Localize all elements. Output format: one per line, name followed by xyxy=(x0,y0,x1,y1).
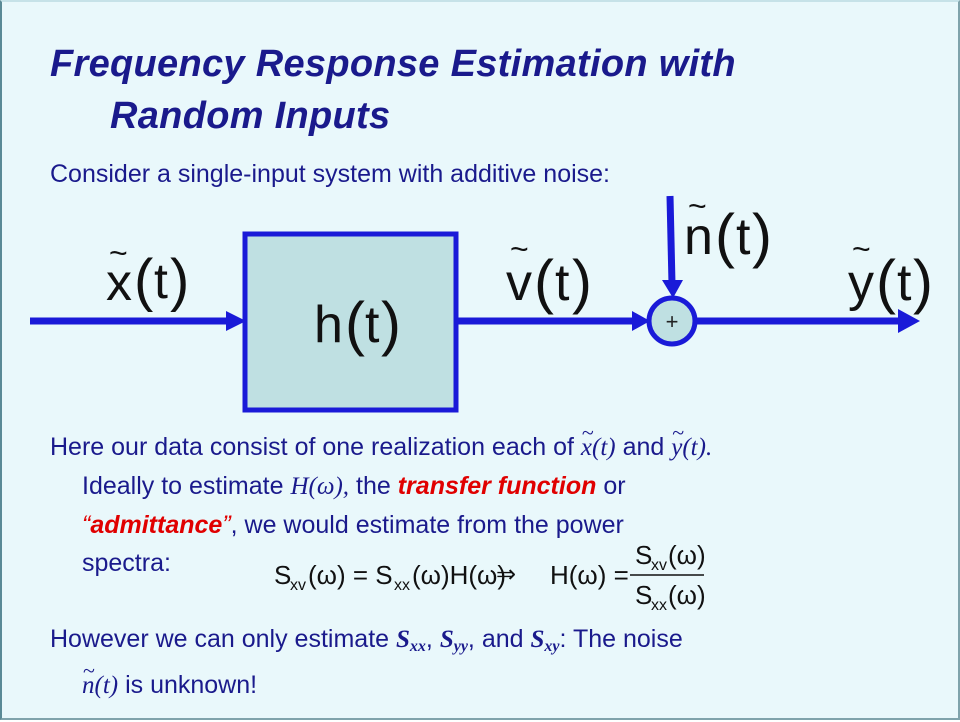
svg-text:): ) xyxy=(752,202,772,269)
close-quote: ” xyxy=(222,511,231,539)
paragraph-1: Here our data consist of one realization… xyxy=(50,414,930,582)
svg-text:v: v xyxy=(506,254,532,312)
svg-text:S: S xyxy=(635,540,652,570)
p1-text-2: Ideally to estimate xyxy=(82,472,284,500)
equation-2: H(ω) = S xv (ω) S xx (ω) xyxy=(550,540,706,614)
svg-text:~: ~ xyxy=(688,188,707,224)
svg-text:): ) xyxy=(170,248,189,313)
slide-title: Frequency Response Estimation with Rando… xyxy=(50,38,950,142)
noise-arrow xyxy=(666,195,676,285)
svg-text:t: t xyxy=(154,253,168,309)
output-arrow-head xyxy=(898,309,920,333)
svg-text:h: h xyxy=(314,296,343,354)
intermediate-label: ~ v ( t ) xyxy=(506,231,592,315)
intermediate-arrow-head xyxy=(632,311,650,331)
svg-text:~: ~ xyxy=(852,231,871,267)
n-tilde-symbol: n xyxy=(82,652,95,705)
paragraph-2: However we can only estimate Sxx, Syy, a… xyxy=(50,620,930,705)
svg-text:xx: xx xyxy=(394,577,410,594)
p1-text-4: or xyxy=(603,472,626,500)
p1-text-5: , we would estimate from the power xyxy=(230,511,624,539)
svg-text:t: t xyxy=(555,254,570,312)
intro-text: Consider a single-input system with addi… xyxy=(50,160,610,188)
p2-text-1: However we can only estimate xyxy=(50,625,390,653)
svg-text:(: ( xyxy=(534,248,554,315)
sum-symbol: + xyxy=(666,309,679,334)
system-block xyxy=(242,231,459,413)
admittance-term: admittance xyxy=(90,511,223,539)
svg-text:): ) xyxy=(913,248,933,315)
svg-text:(: ( xyxy=(715,202,735,269)
svg-text:xv: xv xyxy=(290,577,306,594)
svg-text:): ) xyxy=(572,248,592,315)
svg-text:(ω) = S: (ω) = S xyxy=(308,560,393,590)
p1-text-3: the xyxy=(356,472,391,500)
output-label: ~ y ( t ) xyxy=(848,231,933,315)
p2-text-3: is unknown! xyxy=(125,671,258,699)
n-arg: (t) xyxy=(94,672,119,699)
H-omega-symbol: H(ω), xyxy=(290,473,350,500)
equation-1: S xv (ω) = S xx (ω)H(ω) xyxy=(274,560,506,594)
input-label: ~ x ( t ) xyxy=(106,235,189,313)
p1-text-6: spectra: xyxy=(82,549,171,577)
p1-text-1: Here our data consist of one realization… xyxy=(50,433,574,461)
svg-text:xv: xv xyxy=(651,557,667,574)
s-xx-symbol: Sxx xyxy=(396,626,426,655)
svg-text:S: S xyxy=(635,580,652,610)
noise-arrow-head xyxy=(662,280,683,298)
svg-text:(ω): (ω) xyxy=(668,540,706,570)
svg-text:~: ~ xyxy=(510,231,529,267)
svg-text:): ) xyxy=(381,290,401,357)
svg-text:xx: xx xyxy=(651,597,667,614)
noise-label: ~ n ( t ) xyxy=(684,188,772,269)
svg-text:(ω)H(ω): (ω)H(ω) xyxy=(412,560,506,590)
p2-comma-2: , and xyxy=(467,625,524,653)
x-arg: (t) xyxy=(592,434,616,461)
p2-indent-block: n(t) is unknown! xyxy=(50,652,930,705)
svg-text:(: ( xyxy=(876,248,896,315)
x-tilde-symbol: x xyxy=(581,414,594,467)
s-yy-symbol: Syy xyxy=(439,626,468,655)
p2-comma-1: , xyxy=(425,625,433,653)
p1-and: and xyxy=(622,433,665,461)
svg-text:t: t xyxy=(736,208,751,266)
svg-text:(: ( xyxy=(134,248,153,313)
title-line-1: Frequency Response Estimation with xyxy=(50,43,736,85)
svg-text:x: x xyxy=(106,254,132,312)
transfer-function-term: transfer function xyxy=(397,472,597,500)
svg-text:t: t xyxy=(897,254,912,312)
system-label: h ( t ) xyxy=(314,290,401,357)
p1-indent-block: Ideally to estimate H(ω), the transfer f… xyxy=(50,467,930,582)
y-arg: (t). xyxy=(682,434,713,461)
input-arrow-head xyxy=(226,311,246,331)
svg-text:(: ( xyxy=(345,290,365,357)
p2-text-2: : The noise xyxy=(559,625,683,653)
y-tilde-symbol: y xyxy=(671,414,684,467)
svg-text:(ω): (ω) xyxy=(668,580,706,610)
title-line-2: Random Inputs xyxy=(110,95,391,137)
s-xy-symbol: Sxy xyxy=(530,626,560,655)
open-quote: “ xyxy=(82,511,91,539)
svg-text:t: t xyxy=(365,296,380,354)
svg-text:n: n xyxy=(684,208,713,266)
svg-text:~: ~ xyxy=(109,235,128,271)
svg-text:y: y xyxy=(848,254,874,312)
svg-text:S: S xyxy=(274,560,291,590)
svg-text:H(ω) =: H(ω) = xyxy=(550,560,629,590)
implies-symbol: ⇒ xyxy=(496,561,516,588)
